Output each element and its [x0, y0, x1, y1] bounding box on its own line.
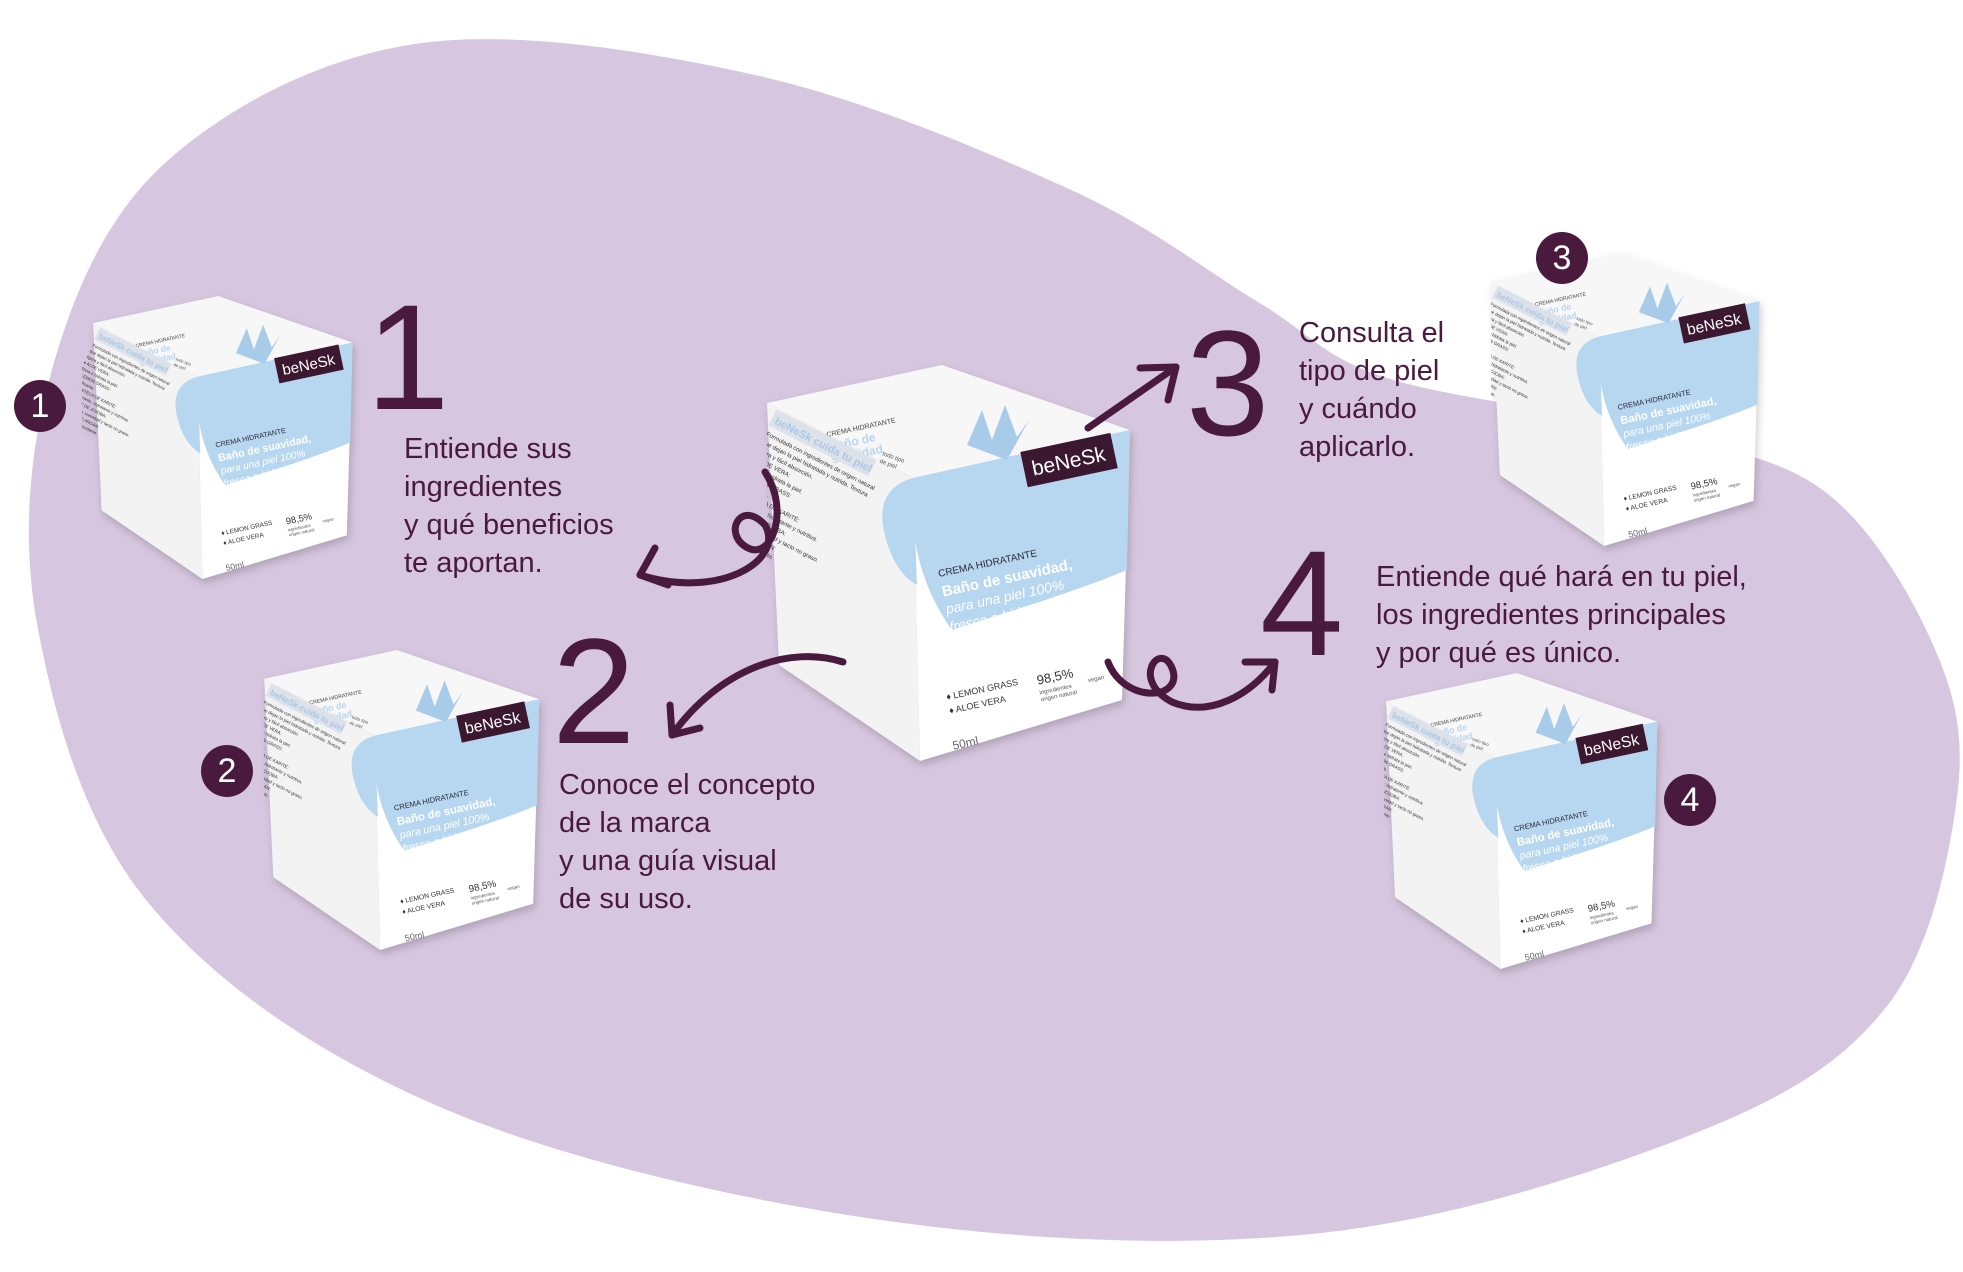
brand-logo: [1020, 432, 1118, 488]
step-4-line: los ingredientes principales: [1376, 599, 1726, 631]
step-3-line: tipo de piel: [1299, 355, 1440, 387]
box-vegan-label: vegan: [507, 884, 521, 892]
product-box-2: beNeSk CREMA HIDRATANTE Baño de suavidad…: [264, 650, 541, 950]
box-skin-type-1: todo tipo: [175, 357, 193, 368]
box-vegan-label: vegan: [1728, 481, 1741, 489]
box-vegan-label: vegan: [1088, 675, 1105, 684]
box-blue-band: [911, 430, 1130, 630]
box-skin-type-2: de piel: [879, 459, 898, 471]
brand-logo: [1678, 303, 1751, 344]
product-box-image: beNeSk CREMA HIDRATANTE Baño de suavidad…: [1491, 253, 1760, 546]
step-2-number: 2: [552, 607, 635, 775]
brand-logo: [274, 344, 344, 384]
box-skin-type-2: de piel: [349, 720, 363, 729]
step-2-badge: 2: [201, 745, 253, 797]
box-left-face: [1491, 281, 1605, 546]
step-2-line: de su uso.: [559, 883, 693, 915]
box-blue-band: [1494, 721, 1658, 872]
box-volume: 50ml: [1524, 949, 1545, 963]
box-percent-label-1: ingredientes: [1589, 910, 1615, 920]
step-1-line: y qué beneficios: [404, 509, 614, 541]
box-skin-type-1: todo tipo: [351, 714, 369, 725]
box-left-face: [264, 678, 381, 950]
box-skin-type-2: de piel: [1574, 321, 1588, 330]
box-vegan-label: vegan: [1625, 904, 1638, 912]
box-percent-label-1: ingredientes: [470, 890, 496, 900]
step-1-badge: 1: [14, 380, 66, 432]
box-blue-band: [374, 699, 540, 851]
leaf-icon: [967, 405, 1029, 460]
box-blue-band: [1598, 301, 1760, 450]
product-box-image: beNeSk CREMA HIDRATANTE Baño de suavidad…: [82, 296, 353, 579]
step-2-line: Conoce el concepto: [559, 769, 816, 801]
box-volume: 50ml: [951, 734, 979, 753]
step-1-line: te aportan.: [404, 547, 543, 579]
box-skin-type-1: todo tipo: [1576, 316, 1594, 327]
box-volume: 50ml: [1627, 526, 1648, 540]
box-percent-label-1: ingredientes: [1692, 488, 1717, 498]
step-4-line: y por qué es único.: [1376, 637, 1622, 669]
box-skin-type-2: de piel: [1470, 742, 1484, 751]
product-box-image: beNeSk CREMA HIDRATANTE Baño de suavidad…: [767, 365, 1130, 761]
box-percent-label-2: origen natural: [288, 527, 315, 537]
leaf-icon: [236, 324, 281, 364]
leaf-icon: [1638, 282, 1685, 324]
step-1-number: 1: [366, 273, 449, 441]
step-3-line: y cuándo: [1299, 393, 1417, 425]
product-box-image: beNeSk CREMA HIDRATANTE Baño de suavidad…: [264, 650, 540, 950]
step-3-number: 3: [1186, 299, 1269, 467]
box-skin-type-1: todo tipo: [1472, 737, 1490, 748]
step-2-line: y una guía visual: [559, 845, 777, 877]
box-blue-band: [196, 342, 353, 486]
box-percent-label-1: ingredientes: [287, 523, 311, 533]
step-1-line: Entiende sus: [404, 433, 572, 465]
product-box-image: beNeSk CREMA HIDRATANTE Baño de suavidad…: [1384, 673, 1658, 969]
leaf-icon: [1535, 702, 1582, 745]
step-1-line: ingredientes: [404, 471, 562, 503]
product-box-main: beNeSk CREMA HIDRATANTE Baño de suavidad…: [767, 365, 1132, 761]
step-4-badge: 4: [1664, 774, 1716, 826]
step-3-badge: 3: [1536, 232, 1588, 284]
step-3-text: Consulta el tipo de piel y cuándo aplica…: [1299, 314, 1444, 466]
product-box-3: beNeSk CREMA HIDRATANTE Baño de suavidad…: [1491, 233, 1761, 566]
step-2-text: Conoce el concepto de la marca y una guí…: [559, 766, 815, 918]
box-volume: 50ml: [404, 930, 425, 944]
step-1-text: Entiende sus ingredientes y qué benefici…: [404, 430, 614, 582]
box-skin-type-2: de piel: [173, 362, 187, 371]
product-box-4: beNeSk CREMA HIDRATANTE Baño de suavidad…: [1384, 673, 1661, 969]
step-3-line: aplicarlo.: [1299, 431, 1416, 463]
box-volume: 50ml: [225, 559, 245, 573]
leaf-icon: [415, 680, 463, 722]
box-left-face: [1386, 701, 1501, 969]
step-4-number: 4: [1260, 519, 1343, 687]
step-4-text: Entiende qué hará en tu piel, los ingred…: [1376, 558, 1747, 672]
box-percent-label-2: origen natural: [471, 895, 499, 906]
brand-logo: [456, 701, 530, 743]
step-2-line: de la marca: [559, 807, 711, 839]
box-left-face: [93, 323, 203, 579]
box-percent-label-2: origen natural: [1693, 492, 1721, 503]
brand-logo: [1575, 723, 1649, 765]
step-4-line: Entiende qué hará en tu piel,: [1376, 561, 1747, 593]
step-3-line: Consulta el: [1299, 317, 1445, 349]
product-box-1: beNeSk CREMA HIDRATANTE Baño de suavidad…: [82, 296, 365, 579]
box-vegan-label: vegan: [322, 516, 335, 523]
box-percent-label-2: origen natural: [1590, 915, 1618, 926]
